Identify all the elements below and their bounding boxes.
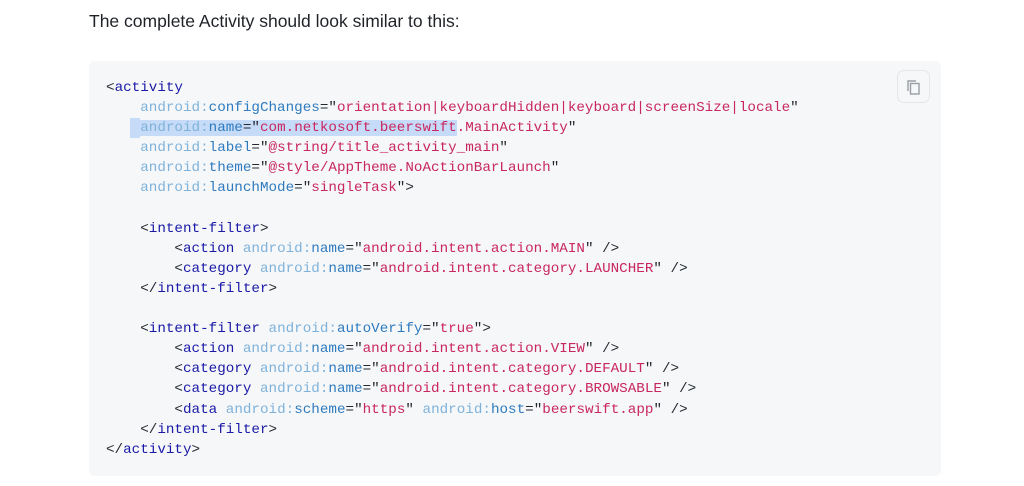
- code-line-5: android:theme="@style/AppTheme.NoActionB…: [140, 160, 560, 177]
- code-line-3-selected: android:name="com.netkosoft.beerswift.Ma…: [106, 118, 799, 139]
- code-line-12: [106, 299, 799, 319]
- selected-text: android:name="com.netkosoft.beerswift: [140, 120, 457, 137]
- selection-highlight: [130, 118, 141, 139]
- code-block: <activity android:configChanges="orienta…: [89, 61, 941, 476]
- code-line-17: <data android:scheme="https" android:hos…: [174, 401, 688, 418]
- code-line-11: </intent-filter>: [140, 280, 278, 297]
- code-line-15: <category android:name="android.intent.c…: [174, 361, 680, 378]
- code-line-2: android:configChanges="orientation|keybo…: [140, 100, 799, 117]
- code-line-10: <category android:name="android.intent.c…: [174, 260, 688, 277]
- code-line-4: android:label="@string/title_activity_ma…: [140, 140, 508, 157]
- code-line-6: android:launchMode="singleTask">: [140, 180, 414, 197]
- code-line-9: <action android:name="android.intent.act…: [174, 240, 620, 257]
- code-line-7: [106, 199, 799, 219]
- code-line-16: <category android:name="android.intent.c…: [174, 381, 697, 398]
- copy-button[interactable]: [897, 70, 930, 103]
- code-line-14: <action android:name="android.intent.act…: [174, 341, 620, 358]
- code-content[interactable]: <activity android:configChanges="orienta…: [106, 78, 799, 460]
- code-line-1: <activity: [106, 80, 183, 96]
- intro-paragraph: The complete Activity should look simila…: [89, 11, 460, 31]
- code-line-18: </intent-filter>: [140, 421, 278, 438]
- copy-icon: [906, 79, 920, 95]
- code-line-19: </activity>: [106, 441, 201, 458]
- code-line-8: <intent-filter>: [140, 220, 269, 237]
- code-line-13: <intent-filter android:autoVerify="true"…: [140, 321, 491, 338]
